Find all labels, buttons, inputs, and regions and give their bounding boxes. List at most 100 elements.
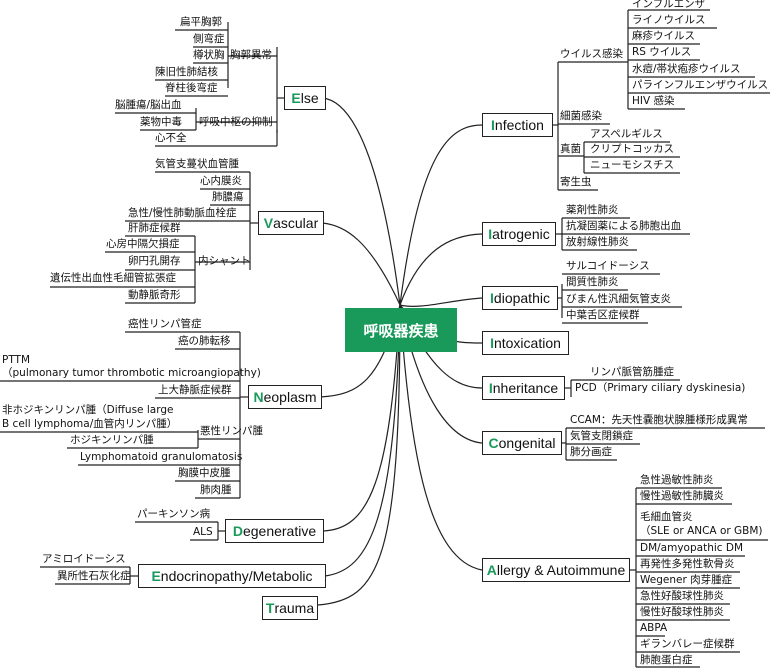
- else-group-label: 呼吸中枢の抑制: [199, 116, 273, 128]
- allergy-item: ABPA: [640, 622, 668, 634]
- category-initial: D: [232, 523, 243, 539]
- iatrogenic-item: 放射線性肺炎: [566, 236, 629, 248]
- category-label: llergy & Autoimmune: [496, 562, 626, 578]
- category-initial: E: [291, 90, 301, 106]
- vascular-item: 心内膜炎: [200, 175, 242, 187]
- infection-item: HIV 感染: [632, 95, 675, 107]
- neoplasm-item: PTTM: [2, 354, 31, 366]
- category-label: eoplasm: [263, 389, 317, 405]
- endocrino-item: アミロイドーシス: [42, 553, 126, 565]
- infection-item: インフルエンザ: [632, 0, 706, 10]
- category-label: ascular: [273, 215, 319, 231]
- allergy-item: ギランバレー症候群: [640, 638, 735, 650]
- category-initial: I: [488, 226, 493, 242]
- infection-item: アスペルギルス: [590, 128, 663, 140]
- idiopathic-item: 中葉舌区症候群: [566, 309, 640, 321]
- neoplasm-item: 癌性リンパ管症: [128, 318, 202, 330]
- infection-group-label: 真菌: [560, 143, 581, 155]
- iatrogenic-item: 抗凝固薬による肺胞出血: [566, 220, 682, 232]
- vascular-item: 気管支蔓状血管腫: [155, 158, 239, 170]
- vascular-item: 動静脈奇形: [128, 289, 181, 301]
- infection-item: 細菌感染: [560, 110, 602, 122]
- infection-item: 麻疹ウイルス: [632, 30, 695, 42]
- neoplasm-item: 上大静脈症候群: [158, 384, 232, 396]
- infection-item: 寄生虫: [560, 176, 592, 188]
- vascular-item: 急性/慢性肺動脈血栓症: [128, 207, 237, 219]
- else-item: 樽状胸: [193, 49, 225, 61]
- category-label: nfection: [494, 117, 544, 133]
- category-initial: N: [253, 389, 264, 405]
- infection-item: RS ウイルス: [632, 46, 692, 58]
- neoplasm-group-label: 悪性リンパ腫: [200, 425, 263, 437]
- category-initial: E: [151, 568, 161, 584]
- category-label: atrogenic: [492, 226, 550, 242]
- vascular-item: 卵円孔開存: [128, 255, 181, 267]
- neoplasm-item: 癌の肺転移: [178, 335, 231, 347]
- category-initial: V: [263, 215, 274, 231]
- neoplasm-item: 胸膜中皮腫: [178, 467, 231, 479]
- category-initial: I: [490, 290, 494, 306]
- category-label: diopathic: [493, 290, 550, 306]
- else-item: 扁平胸郭: [180, 16, 222, 28]
- endocrino-item: 異所性石灰化症: [57, 570, 131, 582]
- infection-item: ライノウイルス: [632, 14, 706, 26]
- infection-group-label: ウイルス感染: [560, 48, 623, 60]
- category-initial: C: [488, 435, 499, 451]
- infection-item: パラインフルエンザウイルス: [632, 79, 769, 91]
- allergy-item: 肺胞蛋白症: [640, 654, 693, 666]
- vascular-item: 心房中隔欠損症: [106, 238, 180, 250]
- else-item: 陳旧性肺結核: [155, 66, 218, 78]
- allergy-item: 急性過敏性肺炎: [640, 474, 714, 486]
- neoplasm-item: ホジキンリンパ腫: [70, 434, 154, 446]
- allergy-item: 慢性過敏性肺臓炎: [640, 490, 724, 502]
- else-item: 脊柱後弯症: [165, 82, 218, 94]
- vascular-group-label: 内シャント: [198, 255, 251, 267]
- else-group-label: 胸郭異常: [230, 49, 272, 61]
- congenital-item: 肺分画症: [570, 446, 612, 458]
- category-label: rauma: [274, 600, 315, 616]
- category-label: nheritance: [492, 380, 559, 396]
- infection-item: 水痘/帯状疱疹ウイルス: [632, 63, 741, 75]
- category-label: ntoxication: [493, 335, 561, 351]
- allergy-item: 急性好酸球性肺炎: [640, 590, 724, 602]
- category-label: ndocrinopathy/Metabolic: [160, 568, 313, 584]
- allergy-item: 毛細血管炎: [640, 511, 693, 523]
- iatrogenic-item: 薬剤性肺炎: [566, 204, 619, 216]
- category-label: egenerative: [242, 523, 317, 539]
- idiopathic-item: びまん性汎細気管支炎: [566, 293, 671, 305]
- category-initial: I: [490, 335, 494, 351]
- neoplasm-item: 肺肉腫: [200, 484, 232, 496]
- else-item: 側弯症: [193, 33, 225, 45]
- category-label: ongenital: [498, 435, 556, 451]
- allergy-item: 再発性多発性軟骨炎: [640, 558, 735, 570]
- infection-item: ニューモシスチス: [590, 159, 674, 171]
- allergy-item: （SLE or ANCA or GBM): [640, 525, 763, 537]
- degenerative-item: ALS: [193, 526, 213, 538]
- inheritance-item: PCD（Primary ciliary dyskinesia): [575, 382, 746, 394]
- inheritance-item: リンパ脈管筋腫症: [590, 366, 674, 378]
- degenerative-item: パーキンソン病: [137, 508, 211, 520]
- else-item: 薬物中毒: [140, 116, 182, 128]
- neoplasm-item: Lymphomatoid granulomatosis: [80, 451, 243, 463]
- neoplasm-item: B cell lymphoma/血管内リンパ腫）: [2, 418, 178, 430]
- category-initial: T: [265, 600, 275, 616]
- infection-item: クリプトコッカス: [590, 143, 674, 155]
- congenital-item: 気管支閉鎖症: [570, 430, 633, 442]
- neoplasm-item: 非ホジキンリンパ腫（Diffuse large: [2, 404, 174, 416]
- category-initial: I: [488, 380, 493, 396]
- vascular-item: 肝肺症候群: [128, 222, 181, 234]
- category-initial: I: [491, 117, 495, 133]
- congenital-item: CCAM：先天性嚢胞状腺腫様形成異常: [570, 414, 748, 426]
